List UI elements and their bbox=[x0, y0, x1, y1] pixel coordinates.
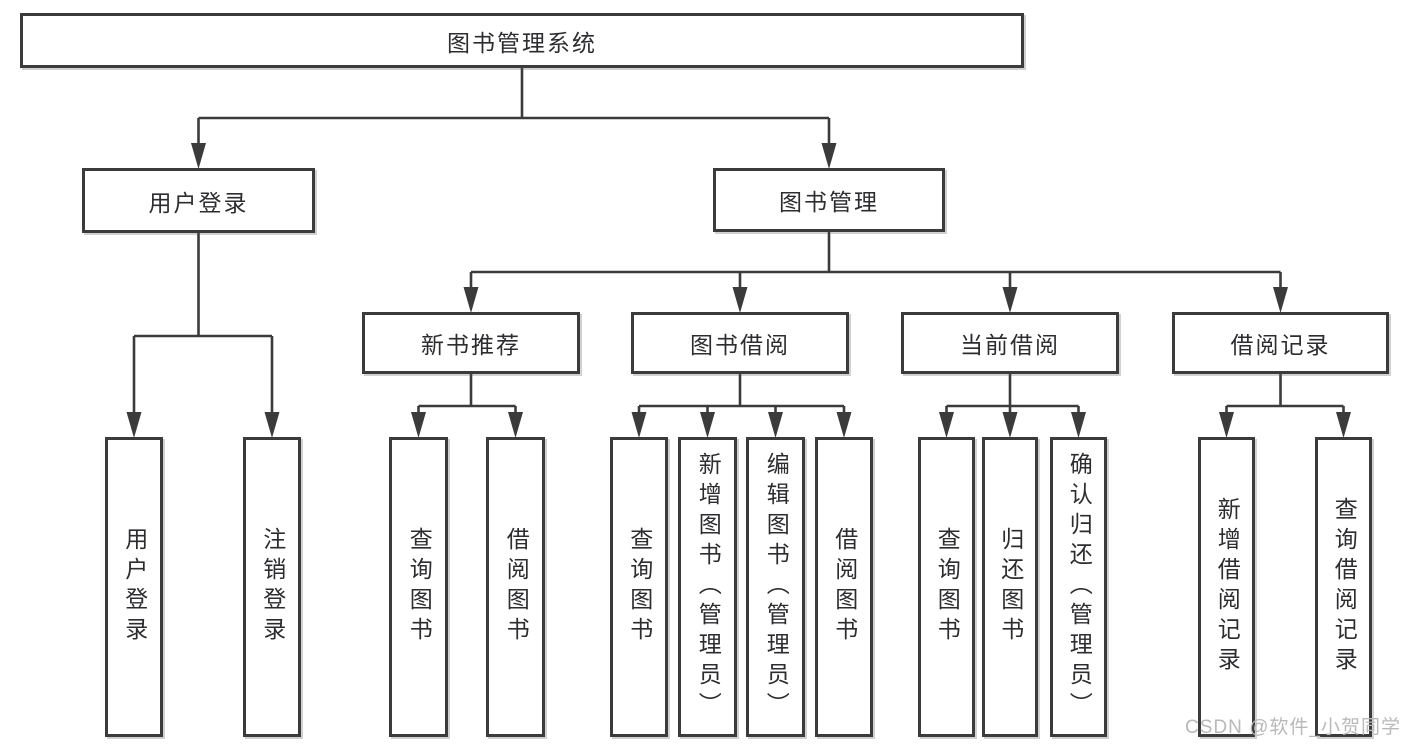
node-label: 图书管理系统 bbox=[447, 29, 597, 56]
node-label: 用户登录 bbox=[148, 189, 249, 216]
node-label: 归还图书 bbox=[997, 527, 1024, 647]
node-leaf-query-book-1: 查询图书 bbox=[389, 437, 448, 737]
node-label: 查询图书 bbox=[406, 527, 433, 647]
node-current-borrow: 当前借阅 bbox=[901, 312, 1119, 374]
node-label: 查询图书 bbox=[934, 527, 961, 647]
node-label: 查询图书 bbox=[626, 527, 653, 647]
node-book-borrow: 图书借阅 bbox=[631, 312, 849, 374]
node-label: 编辑图书（管理员） bbox=[763, 452, 790, 722]
node-leaf-borrow-book-1: 借阅图书 bbox=[486, 437, 545, 737]
node-label: 新增借阅记录 bbox=[1214, 497, 1241, 677]
node-label: 借阅记录 bbox=[1230, 332, 1331, 358]
node-label: 当前借阅 bbox=[960, 332, 1060, 358]
node-label: 确认归还（管理员） bbox=[1066, 452, 1093, 722]
node-label: 图书借阅 bbox=[690, 332, 790, 358]
node-leaf-add-book: 新增图书（管理员） bbox=[678, 437, 737, 737]
node-leaf-query-book-3: 查询图书 bbox=[918, 437, 975, 737]
watermark-text: CSDN @软件_小贺同学 bbox=[1185, 717, 1401, 738]
node-root: 图书管理系统 bbox=[20, 13, 1024, 68]
node-label: 用户登录 bbox=[121, 527, 148, 647]
node-label: 图书管理 bbox=[779, 189, 879, 215]
node-leaf-query-book-2: 查询图书 bbox=[610, 437, 668, 737]
node-label: 新增图书（管理员） bbox=[695, 452, 722, 722]
node-leaf-add-borrow-rec: 新增借阅记录 bbox=[1198, 437, 1255, 737]
node-leaf-edit-book: 编辑图书（管理员） bbox=[746, 437, 805, 737]
node-borrow-records: 借阅记录 bbox=[1172, 312, 1389, 374]
node-leaf-logout: 注销登录 bbox=[243, 437, 301, 737]
node-label: 注销登录 bbox=[259, 527, 286, 647]
node-leaf-return-book: 归还图书 bbox=[982, 437, 1038, 737]
node-leaf-borrow-book-2: 借阅图书 bbox=[815, 437, 873, 737]
node-user-login-group: 用户登录 bbox=[82, 168, 315, 233]
node-book-management: 图书管理 bbox=[713, 168, 945, 232]
node-label: 新书推荐 bbox=[421, 332, 521, 358]
node-leaf-confirm-return: 确认归还（管理员） bbox=[1050, 437, 1107, 737]
node-label: 借阅图书 bbox=[503, 527, 530, 647]
node-leaf-query-borrow-rec: 查询借阅记录 bbox=[1315, 437, 1372, 737]
node-label: 查询借阅记录 bbox=[1331, 497, 1358, 677]
node-label: 借阅图书 bbox=[831, 527, 858, 647]
node-leaf-user-login: 用户登录 bbox=[105, 437, 163, 737]
node-new-book-recommend: 新书推荐 bbox=[362, 312, 580, 374]
